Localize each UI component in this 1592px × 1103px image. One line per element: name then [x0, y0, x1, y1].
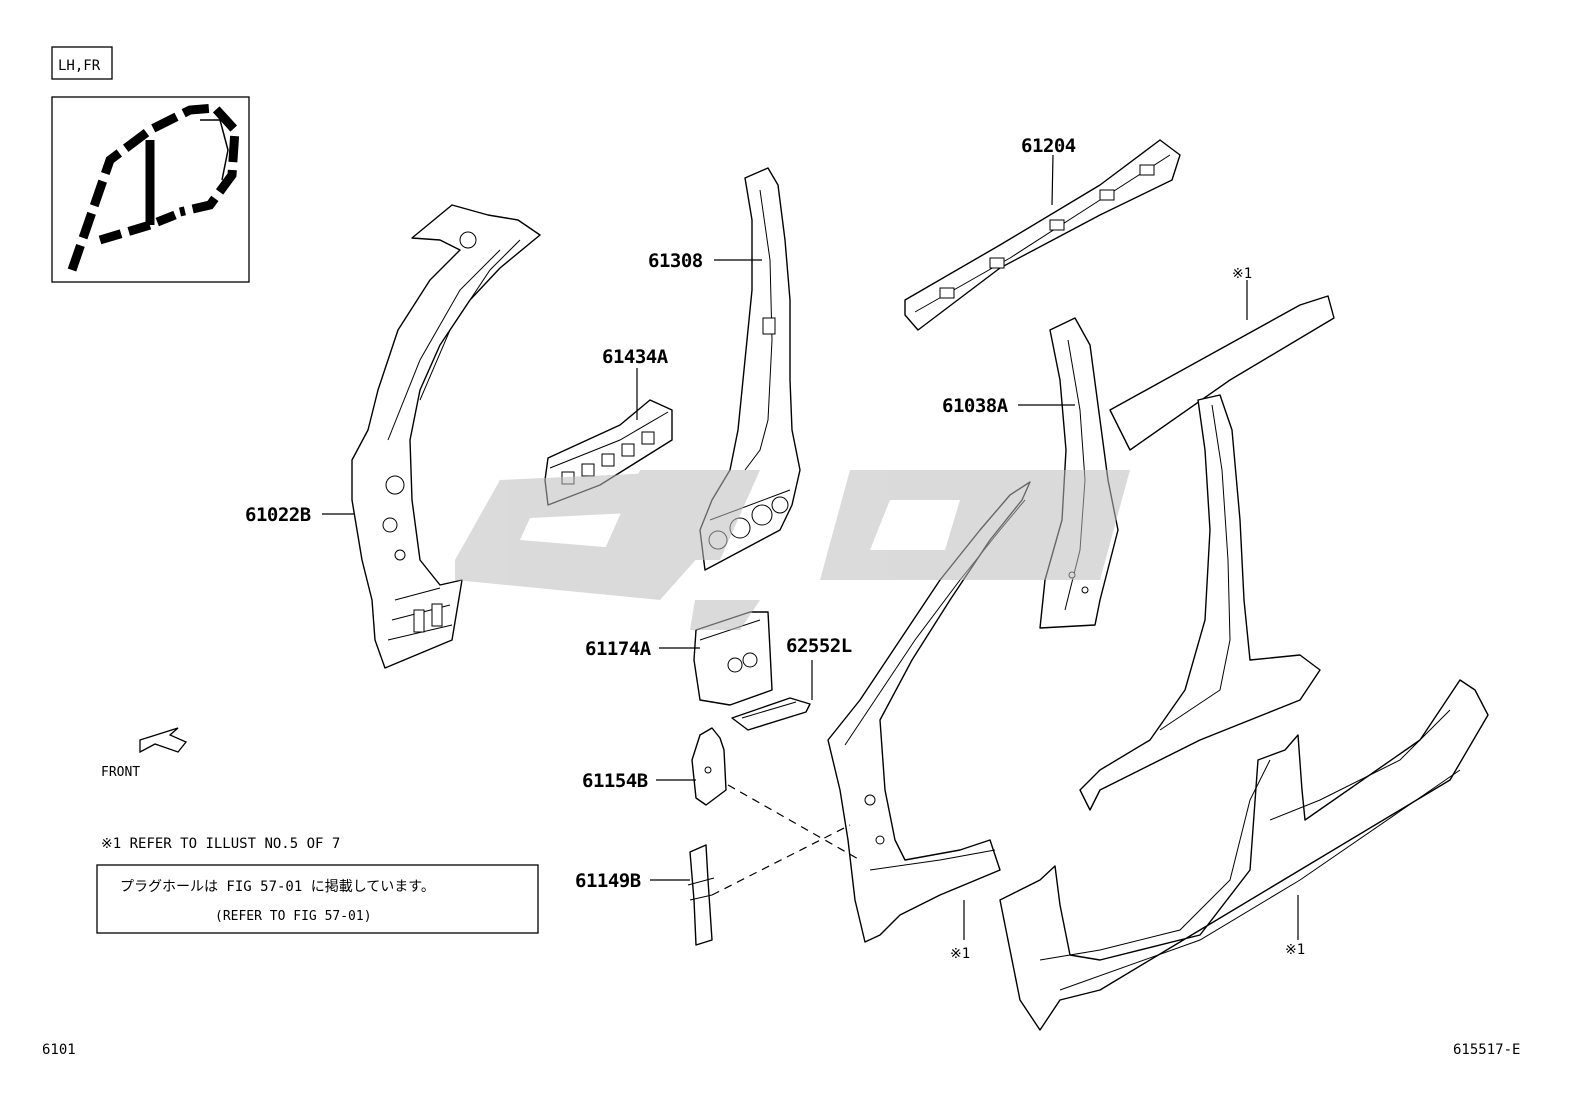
part-61204-drawing [904, 139, 1181, 331]
part-61022B-drawing [351, 204, 541, 669]
front-arrow-icon: FRONT [101, 727, 188, 780]
watermark [455, 470, 1130, 630]
label-61308: 61308 [648, 250, 703, 272]
note-box-japanese: プラグホールは FIG 57-01 に掲載しています。 [120, 879, 435, 895]
note-box-english: (REFER TO FIG 57-01) [215, 909, 372, 924]
leader-lines [322, 154, 1299, 940]
note-box: プラグホールは FIG 57-01 に掲載しています。 (REFER TO FI… [96, 864, 539, 934]
ref-mark-2: ※1 [950, 946, 970, 962]
rocker-outer-panel [999, 679, 1489, 1031]
label-61204: 61204 [1021, 135, 1076, 157]
label-61154B: 61154B [582, 770, 648, 792]
variant-tag: LH,FR [51, 46, 113, 80]
part-61174A-drawing [693, 611, 773, 706]
label-61174A: 61174A [585, 638, 652, 660]
ref-mark-3: ※1 [1285, 942, 1305, 958]
label-61434A: 61434A [602, 346, 669, 368]
page-code-right: 615517-E [1453, 1042, 1520, 1058]
part-61308-drawing [699, 167, 801, 571]
page-code-left: 6101 [42, 1042, 76, 1058]
front-label: FRONT [101, 765, 140, 780]
label-61022B: 61022B [245, 504, 311, 526]
label-61149B: 61149B [575, 870, 641, 892]
outer-side-panel-upper [1079, 295, 1335, 811]
part-labels: 61204 61308 61434A 61038A 61022B 61174A … [245, 135, 1305, 962]
part-61149B-drawing [687, 844, 715, 946]
label-61038A: 61038A [942, 395, 1009, 417]
label-62552L: 62552L [786, 635, 852, 657]
part-61154B-drawing [691, 727, 727, 806]
ref-mark-1: ※1 [1232, 266, 1252, 282]
reference-note: ※1 REFER TO ILLUST NO.5 OF 7 [101, 836, 340, 852]
svg-text:LH,FR: LH,FR [58, 58, 101, 74]
locator-thumbnail [51, 96, 250, 283]
part-62552L-drawing [731, 697, 811, 731]
